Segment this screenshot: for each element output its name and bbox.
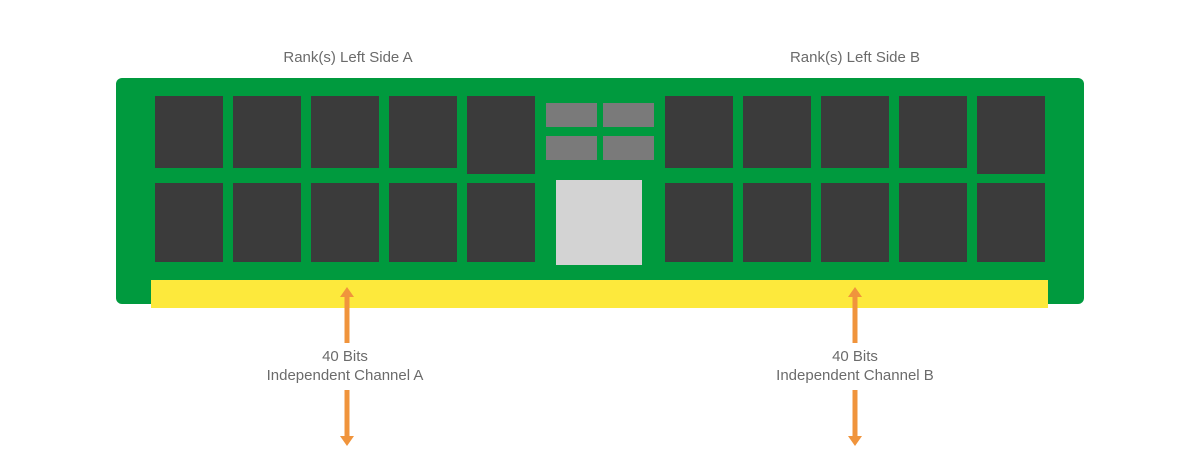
side-a-label: Rank(s) Left Side A bbox=[283, 49, 413, 66]
dram-chip-a-bottom-1 bbox=[155, 183, 223, 262]
channel-b-bits: 40 Bits bbox=[832, 348, 878, 365]
dram-chip-a-bottom-2 bbox=[233, 183, 301, 262]
dram-chip-b-top-3 bbox=[821, 96, 889, 168]
dram-chip-b-bottom-1 bbox=[665, 183, 733, 262]
small-chip-bottom-right bbox=[603, 136, 654, 160]
register-clock-driver-chip bbox=[556, 180, 642, 265]
dram-chip-a-top-5 bbox=[467, 96, 535, 174]
channel-b-name: Independent Channel B bbox=[776, 367, 934, 384]
dram-chip-b-bottom-2 bbox=[743, 183, 811, 262]
dram-chip-b-bottom-4 bbox=[899, 183, 967, 262]
dram-chip-b-top-2 bbox=[743, 96, 811, 168]
channel-a-bits: 40 Bits bbox=[322, 348, 368, 365]
arrow-down-icon bbox=[340, 390, 354, 446]
arrow-down-icon bbox=[848, 390, 862, 446]
dram-chip-b-bottom-3 bbox=[821, 183, 889, 262]
channel-b-label: 40 Bits Independent Channel B bbox=[735, 347, 975, 385]
small-chip-top-right bbox=[603, 103, 654, 127]
dram-chip-b-top-5 bbox=[977, 96, 1045, 174]
dram-chip-a-top-1 bbox=[155, 96, 223, 168]
gold-contacts-edge bbox=[151, 280, 1048, 308]
dram-chip-a-bottom-4 bbox=[389, 183, 457, 262]
dram-chip-b-top-1 bbox=[665, 96, 733, 168]
dram-chip-b-bottom-5 bbox=[977, 183, 1045, 262]
dram-chip-a-top-3 bbox=[311, 96, 379, 168]
dram-chip-b-top-4 bbox=[899, 96, 967, 168]
dram-chip-a-top-2 bbox=[233, 96, 301, 168]
small-chip-bottom-left bbox=[546, 136, 597, 160]
arrow-up-icon bbox=[340, 287, 354, 343]
dram-chip-a-bottom-3 bbox=[311, 183, 379, 262]
channel-a-name: Independent Channel A bbox=[266, 367, 424, 384]
dram-chip-a-top-4 bbox=[389, 96, 457, 168]
small-chip-top-left bbox=[546, 103, 597, 127]
channel-a-label: 40 Bits Independent Channel A bbox=[225, 347, 465, 385]
side-b-label: Rank(s) Left Side B bbox=[789, 49, 921, 66]
arrow-up-icon bbox=[848, 287, 862, 343]
dram-chip-a-bottom-5 bbox=[467, 183, 535, 262]
